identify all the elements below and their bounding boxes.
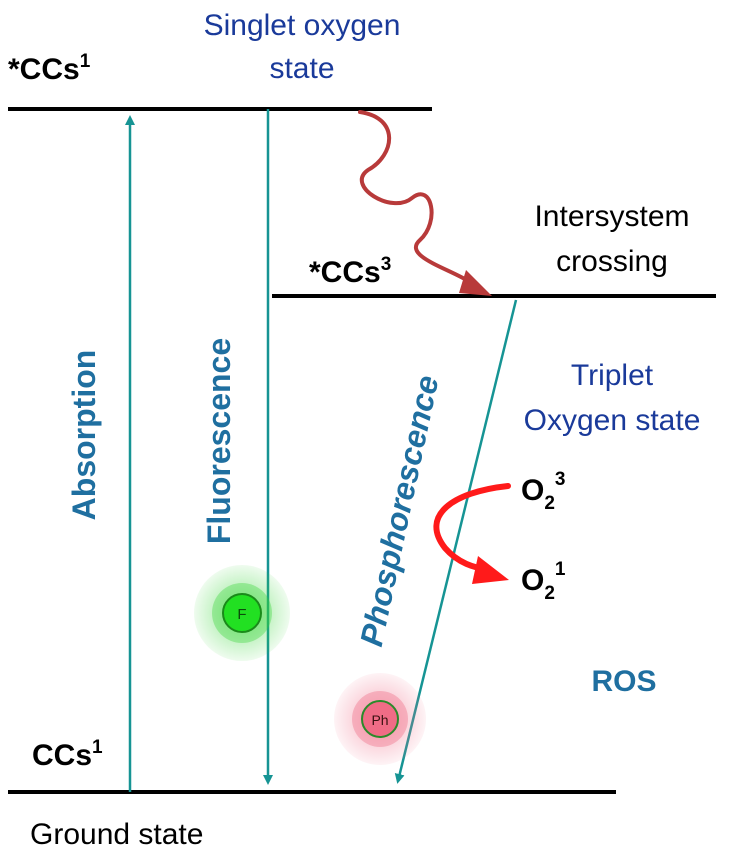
isc-line1: Intersystem: [534, 200, 689, 233]
triplet-state-label: *CCs3: [309, 254, 391, 289]
isc-line2: crossing: [556, 245, 668, 278]
wavy-arrow-head: [459, 270, 492, 296]
fluorescence-label: Fluorescence: [201, 338, 237, 544]
intersystem-crossing-wavy-arrow: [358, 110, 472, 284]
fluorescence-badge: F: [194, 565, 290, 661]
oxygen-conversion-arrow: [433, 483, 511, 573]
o2-triplet-label: O23: [521, 469, 566, 514]
triplet-oxygen-line1: Triplet: [571, 359, 654, 392]
singlet-oxygen-line1: Singlet oxygen: [204, 9, 401, 42]
badge-f-label: F: [237, 606, 246, 623]
singlet-state-label: *CCs1: [8, 51, 91, 86]
badge-ph-label: Ph: [371, 712, 388, 728]
phosphorescence-badge: Ph: [334, 673, 426, 765]
ros-label: ROS: [591, 665, 656, 698]
ground-ccs-label: CCs1: [32, 737, 103, 772]
oxygen-arrow-head: [472, 556, 509, 584]
absorption-label: Absorption: [66, 350, 102, 521]
phosphorescence-label: Phosphorescence: [353, 372, 446, 649]
triplet-oxygen-line2: Oxygen state: [524, 404, 701, 437]
ground-state-label: Ground state: [30, 818, 203, 851]
singlet-oxygen-line2: state: [269, 52, 334, 85]
o2-singlet-label: O21: [521, 559, 566, 604]
